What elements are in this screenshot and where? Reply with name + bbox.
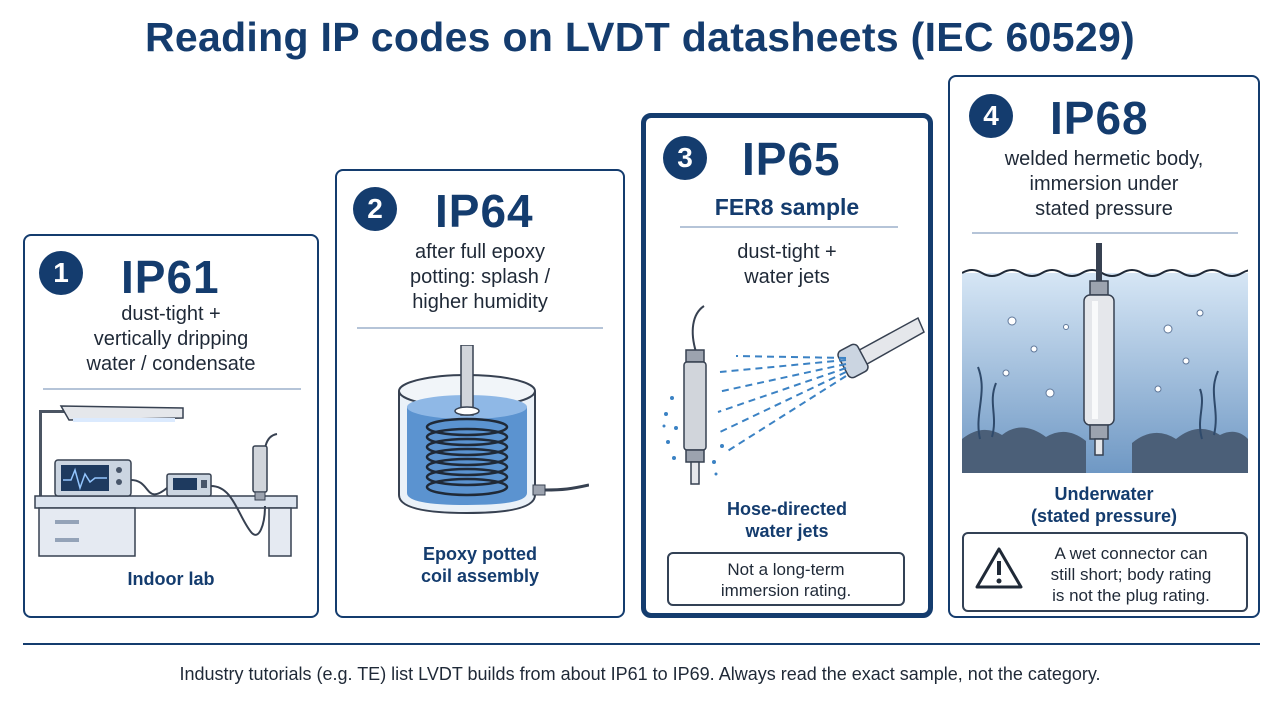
caption-line: Indoor lab [127, 569, 215, 589]
caption-line: (stated pressure) [1030, 506, 1178, 526]
card-description-ip65: dust-tight + water jets [646, 240, 928, 290]
description-line: stated pressure [1035, 198, 1173, 220]
step-badge-4: 4 [969, 94, 1013, 138]
potted-coil-icon [398, 345, 589, 515]
card-ip65: 3 IP65 FER8 sample dust-tight + water je… [641, 113, 933, 618]
page-title: Reading IP codes on LVDT datasheets (IEC… [144, 14, 1136, 60]
caption-line: water jets [745, 521, 829, 541]
ip-code-ip68: IP68 [1050, 92, 1149, 144]
sample-label: FER8 sample [714, 194, 860, 220]
card-description-ip64: after full epoxy potting: splash / highe… [337, 240, 623, 315]
caption-ip64: Epoxy potted coil assembly [337, 543, 623, 587]
underwater-sensor-icon [962, 243, 1248, 473]
caption-ip68: Underwater (stated pressure) [950, 483, 1258, 527]
description-line: dust-tight + [121, 303, 221, 325]
footer-note: Industry tutorials (e.g. TE) list LVDT b… [179, 664, 1101, 684]
note-line: Not a long-term [727, 560, 845, 579]
footer-divider [23, 643, 1260, 645]
description-line: welded hermetic body, [1004, 148, 1204, 170]
warning-text: A wet connector can still short; body ra… [1026, 543, 1236, 606]
card-ip61: 1 IP61 dust-tight + vertically dripping … [23, 234, 319, 618]
description-line: vertically dripping [93, 328, 249, 350]
ip-code-ip65: IP65 [742, 133, 841, 185]
warning-box: A wet connector can still short; body ra… [962, 532, 1248, 612]
note-box: Not a long-term immersion rating. [667, 552, 905, 606]
card-description-ip61: dust-tight + vertically dripping water /… [25, 302, 317, 377]
warning-line: A wet connector can [1054, 544, 1208, 563]
caption-line: Underwater [1054, 484, 1154, 504]
description-line: dust-tight + [737, 241, 837, 263]
step-badge-1: 1 [39, 251, 83, 295]
ip-code-ip61: IP61 [121, 251, 220, 303]
description-line: higher humidity [412, 291, 548, 313]
warning-icon [975, 547, 1023, 589]
description-line: water / condensate [86, 353, 256, 375]
description-line: after full epoxy [414, 241, 546, 263]
divider [972, 232, 1238, 234]
divider [43, 388, 301, 390]
lab-bench-icon [34, 405, 298, 557]
caption-line: Epoxy potted [422, 544, 537, 564]
water-jet-icon [662, 305, 925, 485]
ip-code-ip64: IP64 [435, 185, 534, 237]
card-ip68: 4 IP68 welded hermetic body, immersion u… [948, 75, 1260, 618]
divider [357, 327, 603, 329]
description-line: potting: splash / [409, 266, 551, 288]
divider [680, 226, 898, 228]
caption-ip61: Indoor lab [25, 568, 317, 590]
description-line: immersion under [1029, 173, 1179, 195]
note-line: immersion rating. [720, 581, 852, 600]
caption-ip65: Hose-directed water jets [646, 498, 928, 542]
card-ip64: 2 IP64 after full epoxy potting: splash … [335, 169, 625, 618]
step-badge-2: 2 [353, 187, 397, 231]
card-description-ip68: welded hermetic body, immersion under st… [950, 147, 1258, 222]
warning-line: is not the plug rating. [1052, 586, 1210, 605]
caption-line: Hose-directed [726, 499, 848, 519]
step-badge-3: 3 [663, 136, 707, 180]
description-line: water jets [744, 266, 830, 288]
warning-line: still short; body rating [1050, 565, 1212, 584]
caption-line: coil assembly [420, 566, 540, 586]
